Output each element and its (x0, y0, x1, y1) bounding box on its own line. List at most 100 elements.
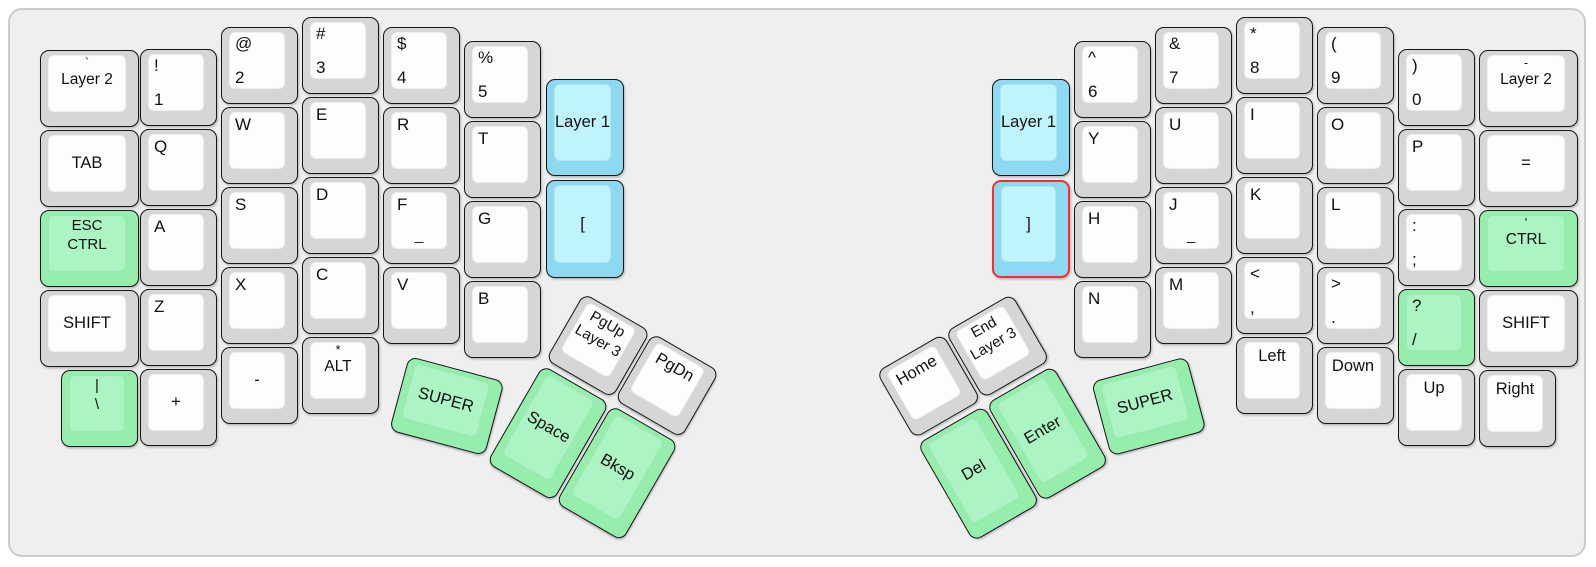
keycap-face: <, (1244, 262, 1300, 319)
key-super-left[interactable]: SUPER (389, 356, 505, 456)
key-minus-layer2[interactable]: -Layer 2 (1479, 50, 1578, 127)
key-legend: ! (154, 56, 159, 75)
key-right-bracket[interactable]: ] (992, 180, 1070, 278)
key-8[interactable]: *8 (1236, 17, 1313, 94)
keycap-face: (9 (1325, 32, 1381, 89)
key-legend: : (1412, 216, 1417, 235)
keycap-face: @2 (229, 32, 285, 89)
key-legend: ) (1412, 56, 1418, 75)
key-layer1-left[interactable]: Layer 1 (546, 79, 624, 176)
key-1[interactable]: !1 (140, 49, 217, 126)
keycap-face: H (1082, 206, 1138, 263)
key-period[interactable]: >. (1317, 267, 1394, 344)
key-arrow-up[interactable]: Up (1398, 369, 1475, 446)
key-o[interactable]: O (1317, 107, 1394, 184)
key-left-shift[interactable]: SHIFT (40, 290, 139, 367)
key-r[interactable]: R (383, 107, 460, 184)
key-grave-layer2[interactable]: `Layer 2 (40, 50, 139, 127)
keycap-face: X (229, 272, 285, 329)
key-9[interactable]: (9 (1317, 27, 1394, 104)
keycap-face: $4 (391, 32, 447, 89)
key-i[interactable]: I (1236, 97, 1313, 174)
key-f[interactable]: F_ (383, 187, 460, 264)
key-right-shift[interactable]: SHIFT (1479, 290, 1578, 367)
keycap-face: E (310, 102, 366, 159)
keycap-face: )0 (1406, 54, 1462, 111)
key-legend: Space (523, 407, 574, 447)
key-quote-ctrl[interactable]: 'CTRL (1479, 210, 1578, 287)
key-legend: ; (1412, 250, 1417, 269)
key-question-slash[interactable]: ?/ (1398, 289, 1475, 366)
key-legend: Layer 2 (1500, 71, 1552, 88)
key-z[interactable]: Z (140, 289, 217, 366)
keycap-face: R (391, 112, 447, 169)
key-super-right[interactable]: SUPER (1091, 356, 1207, 457)
key-w[interactable]: W (221, 107, 298, 184)
key-legend: CTRL (67, 236, 107, 253)
key-arrow-left[interactable]: Left (1236, 337, 1313, 414)
key-6[interactable]: ^6 (1074, 41, 1151, 118)
key-j[interactable]: J_ (1155, 187, 1232, 264)
key-legend: 1 (154, 90, 164, 109)
key-q[interactable]: Q (140, 129, 217, 206)
keycap-face: D (310, 182, 366, 239)
key-tab[interactable]: TAB (40, 130, 139, 207)
key-legend: SHIFT (63, 314, 111, 333)
key-star-alt[interactable]: *ALT (302, 337, 379, 414)
key-colon-semicolon[interactable]: :; (1398, 209, 1475, 286)
key-x[interactable]: X (221, 267, 298, 344)
key-0[interactable]: )0 (1398, 49, 1475, 126)
key-e[interactable]: E (302, 97, 379, 174)
key-minus[interactable]: - (221, 347, 298, 424)
key-n[interactable]: N (1074, 281, 1151, 358)
key-legend: 6 (1088, 82, 1098, 101)
key-7[interactable]: &7 (1155, 27, 1232, 104)
key-plus[interactable]: + (140, 369, 217, 446)
key-legend: I (1250, 105, 1255, 124)
key-4[interactable]: $4 (383, 27, 460, 104)
keycap-face: Down (1325, 352, 1381, 409)
key-2[interactable]: @2 (221, 27, 298, 104)
key-arrow-down[interactable]: Down (1317, 347, 1394, 424)
key-pipe-backslash[interactable]: |\ (61, 370, 138, 447)
key-t[interactable]: T (464, 121, 541, 198)
keycap-face: SHIFT (1487, 295, 1565, 352)
key-legend: % (478, 48, 494, 67)
key-l[interactable]: L (1317, 187, 1394, 264)
key-p[interactable]: P (1398, 129, 1475, 206)
key-legend: Layer 1 (1000, 113, 1057, 132)
key-v[interactable]: V (383, 267, 460, 344)
key-legend: SUPER (1115, 385, 1175, 419)
key-3[interactable]: #3 (302, 17, 379, 94)
key-legend: / (1412, 330, 1417, 349)
key-comma[interactable]: <, (1236, 257, 1313, 334)
key-h[interactable]: H (1074, 201, 1151, 278)
key-legend: @ (235, 34, 253, 53)
key-y[interactable]: Y (1074, 121, 1151, 198)
key-g[interactable]: G (464, 201, 541, 278)
key-layer1-right[interactable]: Layer 1 (992, 79, 1070, 176)
key-equals[interactable]: = (1479, 130, 1578, 207)
key-5[interactable]: %5 (464, 41, 541, 118)
key-legend: | (95, 377, 99, 394)
key-d[interactable]: D (302, 177, 379, 254)
key-legend: $ (397, 34, 407, 53)
key-k[interactable]: K (1236, 177, 1313, 254)
key-u[interactable]: U (1155, 107, 1232, 184)
key-legend: # (316, 24, 326, 43)
key-m[interactable]: M (1155, 267, 1232, 344)
key-c[interactable]: C (302, 257, 379, 334)
key-left-bracket[interactable]: [ (546, 180, 624, 278)
keycap-face: N (1082, 286, 1138, 343)
key-s[interactable]: S (221, 187, 298, 264)
keycap-face: C (310, 262, 366, 319)
key-legend: H (1088, 209, 1101, 228)
key-legend: [ (580, 214, 585, 233)
keycap-face: U (1163, 112, 1219, 169)
key-b[interactable]: B (464, 281, 541, 358)
key-legend: = (1521, 154, 1531, 173)
key-a[interactable]: A (140, 209, 217, 286)
key-arrow-right[interactable]: Right (1479, 370, 1556, 447)
